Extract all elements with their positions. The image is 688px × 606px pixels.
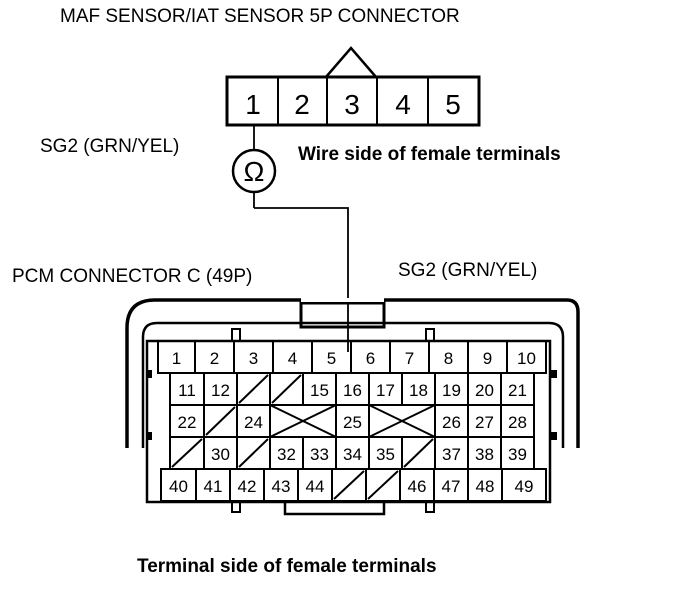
pcm-blank-cavity-mark [333,470,365,500]
pcm-terminal-label: 48 [476,477,495,496]
pcm-terminal-label: 15 [310,381,329,400]
maf-pin-4: 4 [395,89,411,120]
pcm-terminal-label: 46 [408,477,427,496]
maf-connector [225,46,481,127]
pcm-terminal-label: 17 [376,381,395,400]
pcm-terminal-label: 35 [376,445,395,464]
pcm-terminal-label: 20 [475,381,494,400]
pcm-terminal-label: 16 [343,381,362,400]
maf-pin-1: 1 [245,89,261,120]
pcm-terminal-label: 26 [442,413,461,432]
cross-mark [368,404,436,438]
pcm-terminal-label: 11 [178,381,196,400]
pcm-terminal-label: 49 [515,477,534,496]
maf-pin-5: 5 [445,89,461,120]
pcm-probe-label: SG2 (GRN/YEL) [398,260,537,281]
pcm-terminal-label: 25 [343,413,362,432]
pcm-terminal-label: 47 [442,477,461,496]
pcm-terminal-label: 28 [508,413,527,432]
pcm-blank-cavity-mark [238,374,269,404]
pcm-terminal-label: 41 [204,477,223,496]
pcm-housing-latches [146,370,557,440]
pcm-terminal-label: 9 [483,349,492,368]
pcm-terminal-label: 19 [442,381,461,400]
maf-pin-2: 2 [294,89,310,120]
cross-mark [269,404,337,438]
pcm-side-label: Terminal side of female terminals [137,556,437,577]
pcm-terminal-label: 39 [508,445,527,464]
pcm-terminal-label: 34 [343,445,362,464]
maf-pin-3: 3 [344,89,360,120]
pcm-terminal-label: 3 [249,349,258,368]
pcm-terminal-label: 22 [178,413,197,432]
pcm-terminal-label: 7 [405,349,414,368]
pcm-terminal-label: 38 [475,445,494,464]
pcm-blank-cavity-mark [271,374,302,404]
maf-side-label: Wire side of female terminals [298,144,561,165]
pcm-terminal-label: 24 [244,413,263,432]
pcm-blank-cavity-mark [367,470,399,500]
pcm-lock-tab [299,301,386,329]
pcm-blank-cavity-mark [205,406,236,436]
pcm-terminal-label: 42 [238,477,257,496]
pcm-terminal-label: 18 [409,381,428,400]
maf-connector-body [225,75,481,127]
diagram-title: MAF SENSOR/IAT SENSOR 5P CONNECTOR [60,6,460,27]
pcm-terminal-label: 21 [508,381,527,400]
pcm-terminal-label: 1 [172,349,181,368]
pcm-plugged-cavity-pair [368,404,436,438]
pcm-terminal-label: 5 [327,349,336,368]
maf-connector-lock-tab [325,46,377,78]
ohm-symbol: Ω [244,156,265,187]
pcm-terminal-label: 43 [272,477,291,496]
pcm-terminal-label: 37 [442,445,461,464]
pcm-terminal-label: 2 [210,349,219,368]
pcm-terminal-label: 10 [517,349,536,368]
pcm-terminal-label: 44 [306,477,325,496]
pcm-terminal-label: 33 [310,445,329,464]
maf-probe-label: SG2 (GRN/YEL) [40,136,179,157]
pcm-terminal-label: 8 [444,349,453,368]
pcm-terminal-label: 32 [277,445,296,464]
pcm-blank-cavity-mark [403,438,434,468]
ohmmeter-icon: Ω [231,148,277,194]
pcm-blank-cavity-mark [238,438,269,468]
pcm-terminal-49 [501,468,547,502]
pcm-terminal-label: 40 [169,477,188,496]
pcm-terminal-label: 30 [211,445,230,464]
pcm-terminal-label: 6 [366,349,375,368]
pcm-terminal-label: 27 [475,413,494,432]
pcm-blank-cavity-mark [171,438,203,468]
pcm-terminal-label: 4 [288,349,297,368]
pcm-connector-title: PCM CONNECTOR C (49P) [12,266,252,287]
pcm-terminal-label: 12 [211,381,230,400]
pcm-plugged-cavity-pair [269,404,337,438]
